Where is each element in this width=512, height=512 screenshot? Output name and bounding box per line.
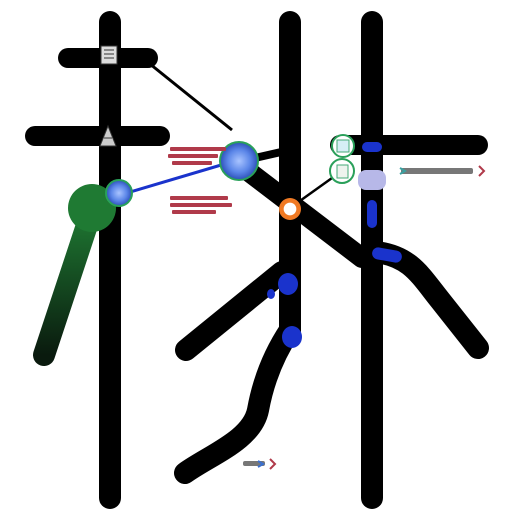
top-connector-line xyxy=(149,62,233,132)
square-icon xyxy=(331,134,355,158)
center-structure xyxy=(174,11,372,484)
building-icon xyxy=(100,45,118,65)
chevron-right-icon xyxy=(269,458,277,470)
left-structure xyxy=(25,11,170,509)
label-cluster-left-upper xyxy=(168,147,226,165)
blue-node-small xyxy=(105,179,133,207)
blue-segment-right xyxy=(372,247,402,263)
center-diagonal-left xyxy=(175,261,293,361)
green-node xyxy=(68,184,116,232)
building-icon xyxy=(99,124,117,147)
lavender-band xyxy=(358,170,386,190)
blue-segment-mid xyxy=(367,200,377,228)
center-lower-curve xyxy=(174,319,301,484)
blue-node-large xyxy=(219,141,259,181)
orange-node xyxy=(279,198,301,220)
document-icon xyxy=(329,158,355,184)
blue-segment-top xyxy=(362,142,382,152)
small-blue-arrow-icon xyxy=(399,167,407,175)
right-branch xyxy=(365,241,489,359)
green-branch xyxy=(33,199,103,366)
label-cluster-left-lower xyxy=(170,196,232,214)
blue-connector-line xyxy=(119,158,239,197)
blue-dot-small xyxy=(267,289,275,299)
blue-highlights xyxy=(267,142,402,348)
small-blue-arrow-icon xyxy=(257,460,265,468)
chevron-right-icon xyxy=(478,165,486,177)
label-cluster-right xyxy=(401,168,473,174)
blue-dot-center xyxy=(278,273,298,295)
blue-dot-lower xyxy=(282,326,302,348)
